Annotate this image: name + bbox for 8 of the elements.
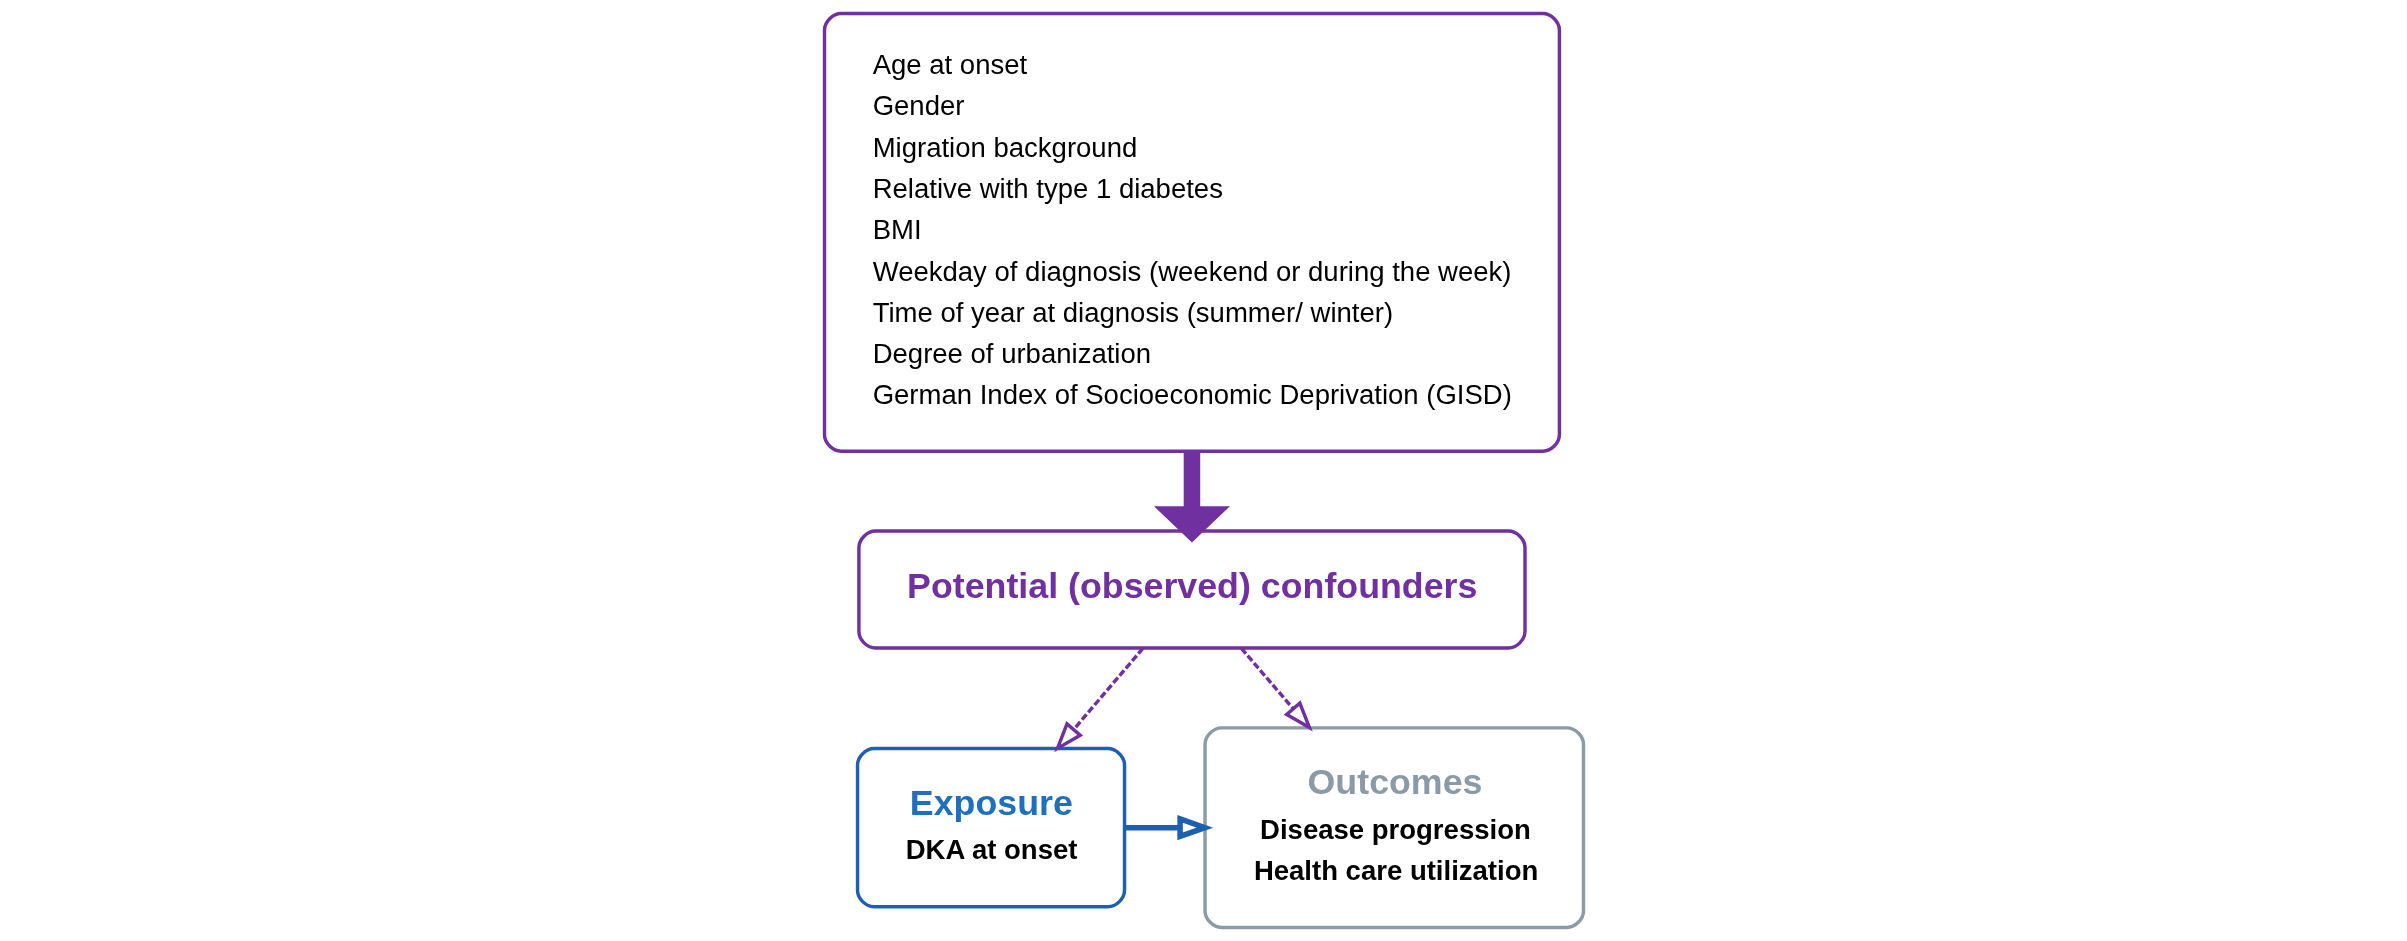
arrow — [1239, 647, 1313, 732]
arrow — [1053, 647, 1144, 753]
node-box: Exposure DKA at onset — [855, 746, 1126, 909]
node-box: Outcomes Disease progression Health care utilization — [1202, 726, 1585, 930]
node-box: Age at onset Gender Migration background Relative with type 1 diabetes BMI Weekday of diagnosis (weekend or during the week) Time of year at diagnosis (summer/ winter) Degree of urbanization German Index of Socioeconomic Deprivation (GISD) — [822, 11, 1561, 453]
node-box: Potential (observed) confounders — [856, 529, 1527, 650]
arrow — [1153, 451, 1230, 543]
arrow — [1124, 815, 1213, 841]
